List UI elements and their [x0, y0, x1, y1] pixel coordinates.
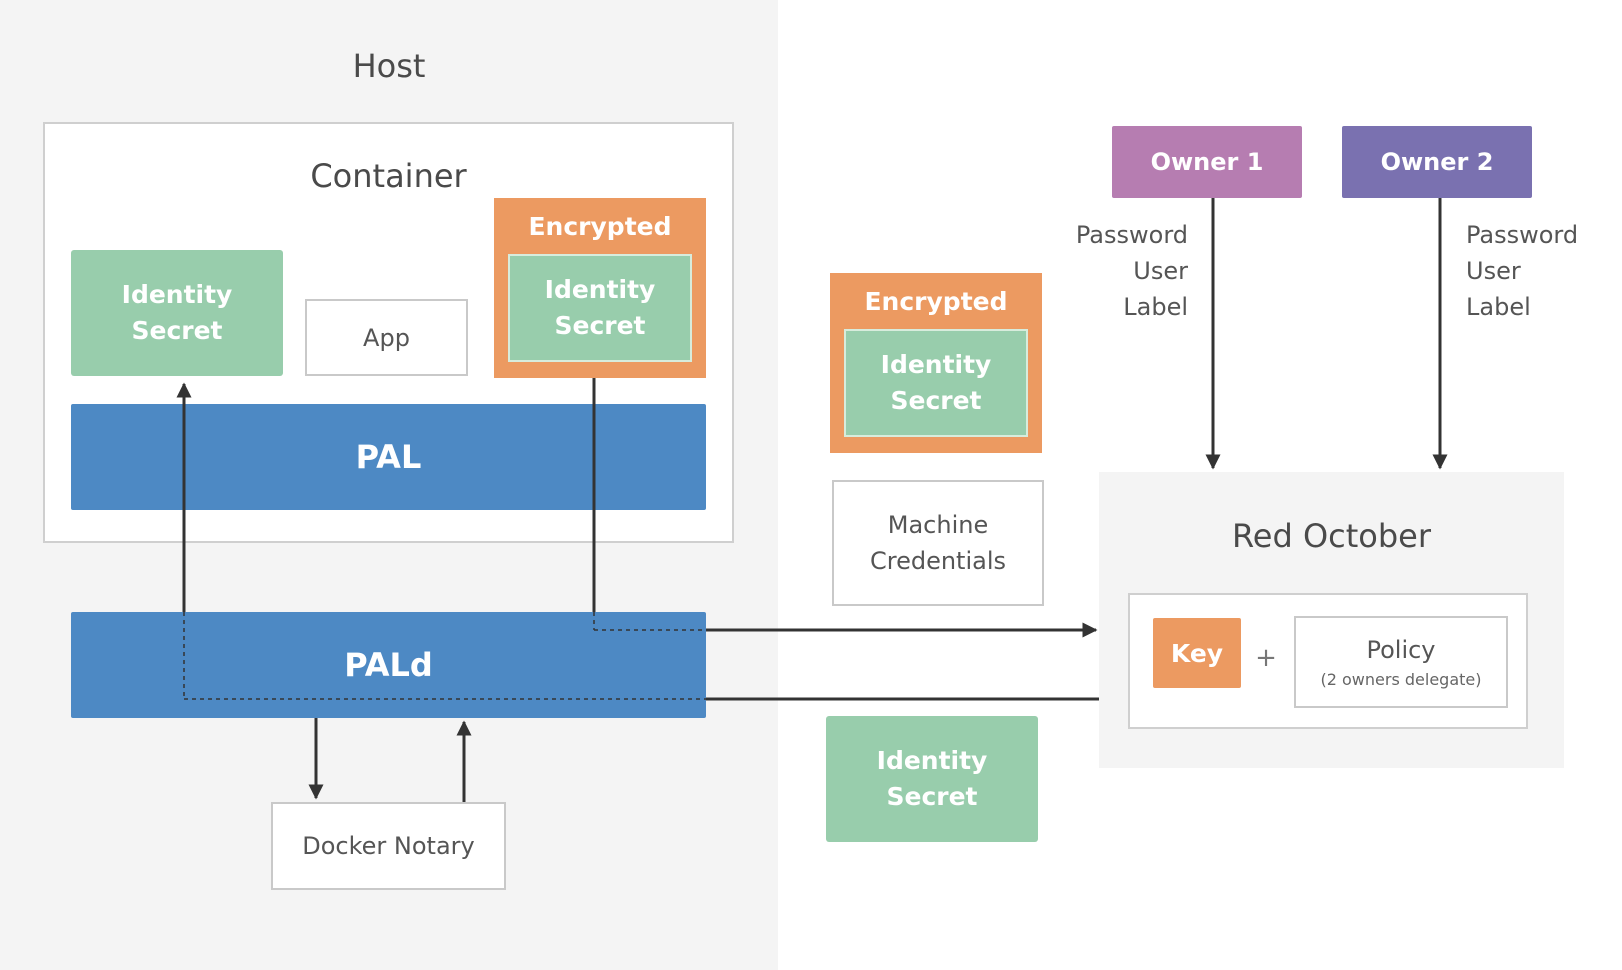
owner-1-credentials: Password User Label: [1040, 217, 1188, 325]
owner-2-label-label: Label: [1466, 293, 1531, 321]
owner-1-password-label: Password: [1075, 221, 1188, 249]
docker-notary-box: Docker Notary: [271, 802, 506, 890]
owner-2-user-label: User: [1466, 257, 1521, 285]
identity-secret-returned: Identity Secret: [826, 716, 1038, 842]
identity-secret-line-1: Identity: [544, 274, 656, 304]
red-october-title: Red October: [1231, 517, 1432, 555]
container-title: Container: [310, 157, 467, 195]
identity-secret-container: Identity Secret: [71, 250, 283, 376]
encrypted-identity-secret-transit: Identity Secret: [844, 329, 1028, 437]
encrypted-label-container: Encrypted: [528, 211, 672, 241]
host-title: Host: [352, 47, 426, 85]
app-box: App: [305, 299, 468, 376]
encrypted-identity-secret-container: Identity Secret: [508, 254, 692, 362]
owner-2-password-label: Password: [1466, 221, 1579, 249]
owner-2-box: Owner 2: [1342, 126, 1532, 198]
owner-2-credentials: Password User Label: [1466, 217, 1616, 325]
owner-1-box: Owner 1: [1112, 126, 1302, 198]
identity-secret-line-1: Identity: [121, 279, 233, 309]
pal-bar: PAL: [71, 404, 706, 510]
identity-secret-line-2: Secret: [886, 782, 978, 811]
owner-1-label-label: Label: [1123, 293, 1188, 321]
identity-secret-line-1: Identity: [880, 349, 992, 379]
plus-sign: +: [1255, 643, 1277, 673]
encrypted-label-transit: Encrypted: [864, 286, 1008, 316]
machine-credentials-line-2: Credentials: [869, 547, 1007, 575]
identity-secret-line-2: Secret: [890, 386, 982, 415]
machine-credentials-box: Machine Credentials: [832, 480, 1044, 606]
pald-bar: PALd: [71, 612, 706, 718]
identity-secret-line-2: Secret: [131, 316, 223, 345]
identity-secret-line-1: Identity: [876, 745, 988, 775]
policy-subtitle: (2 owners delegate): [1320, 669, 1482, 689]
policy-box: Policy (2 owners delegate): [1294, 616, 1508, 708]
policy-title: Policy: [1366, 635, 1436, 664]
key-box: Key: [1153, 618, 1241, 688]
identity-secret-line-2: Secret: [554, 311, 646, 340]
machine-credentials-line-1: Machine: [887, 511, 989, 539]
owner-1-user-label: User: [1133, 257, 1188, 285]
